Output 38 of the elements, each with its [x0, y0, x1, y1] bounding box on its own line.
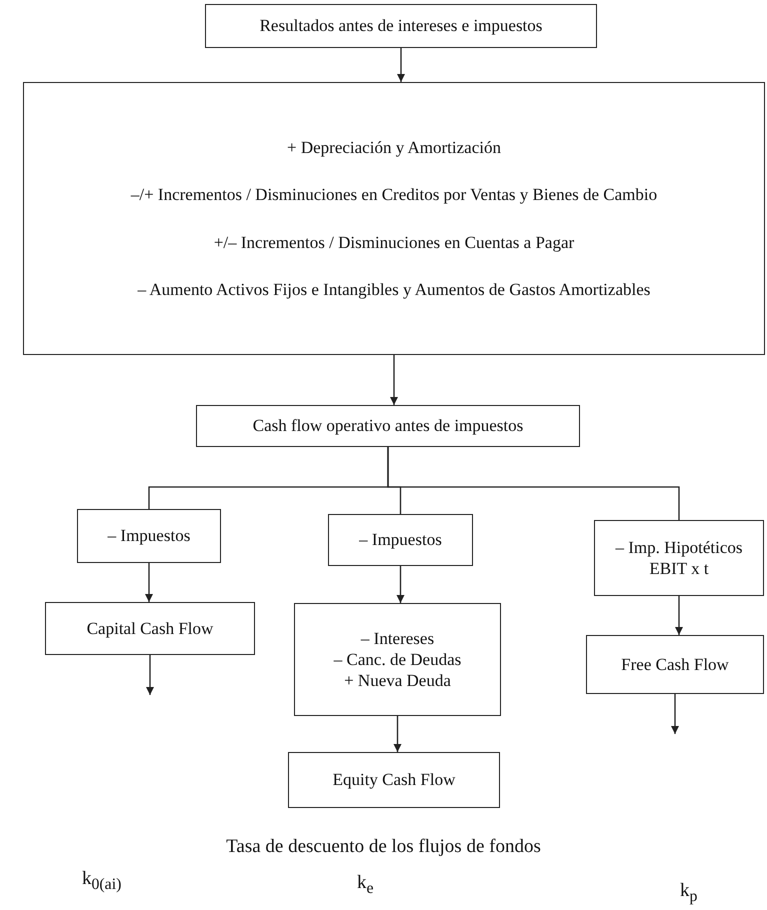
box-text: Resultados antes de intereses e impuestos	[260, 15, 542, 37]
process-box	[294, 603, 501, 716]
arrow	[397, 48, 405, 82]
arrow	[394, 716, 402, 752]
arrow	[675, 596, 683, 635]
process-box	[328, 514, 473, 566]
box-text: –/+ Incrementos / Disminuciones en Creditos por Ventas y Bienes de Cambio	[130, 184, 658, 206]
box-text: Equity Cash Flow	[332, 769, 456, 791]
process-box	[205, 4, 597, 48]
process-box	[45, 602, 255, 655]
box-text: + Nueva Deuda	[344, 670, 451, 692]
process-box	[196, 405, 580, 447]
box-text: Free Cash Flow	[621, 654, 729, 676]
process-box	[288, 752, 500, 808]
box-text: – Impuestos	[108, 525, 190, 547]
process-box	[77, 509, 221, 563]
arrow	[390, 355, 398, 405]
arrow	[146, 655, 154, 695]
box-text: – Intereses	[360, 628, 434, 649]
box-text: + Depreciación y Amortización	[287, 137, 501, 158]
section-title: Tasa de descuento de los flujos de fondos	[225, 836, 542, 858]
process-box	[586, 635, 764, 694]
box-text: – Canc. de Deudas	[334, 648, 462, 670]
process-box	[594, 520, 764, 596]
rate-symbol: k$_{0(ai)}$	[82, 868, 122, 894]
arrow	[145, 563, 153, 602]
rate-symbol: k$_{p}$	[680, 880, 698, 906]
box-text: Capital Cash Flow	[86, 618, 214, 640]
box-text: Cash flow operativo antes de impuestos	[252, 415, 524, 437]
rate-symbol: k$_{e}$	[357, 872, 374, 898]
box-text: – Aumento Activos Fijos e Intangibles y Aumentos de Gastos Amortizables	[138, 278, 650, 300]
process-box	[23, 82, 765, 355]
box-text: – Imp. Hipotéticos EBIT x t	[614, 536, 744, 580]
arrow	[671, 694, 679, 734]
box-text: – Impuestos	[359, 529, 442, 551]
connector-line	[387, 447, 680, 520]
arrow	[396, 566, 404, 603]
box-text: +/– Incrementos / Disminuciones en Cuentas a Pagar	[214, 232, 574, 253]
